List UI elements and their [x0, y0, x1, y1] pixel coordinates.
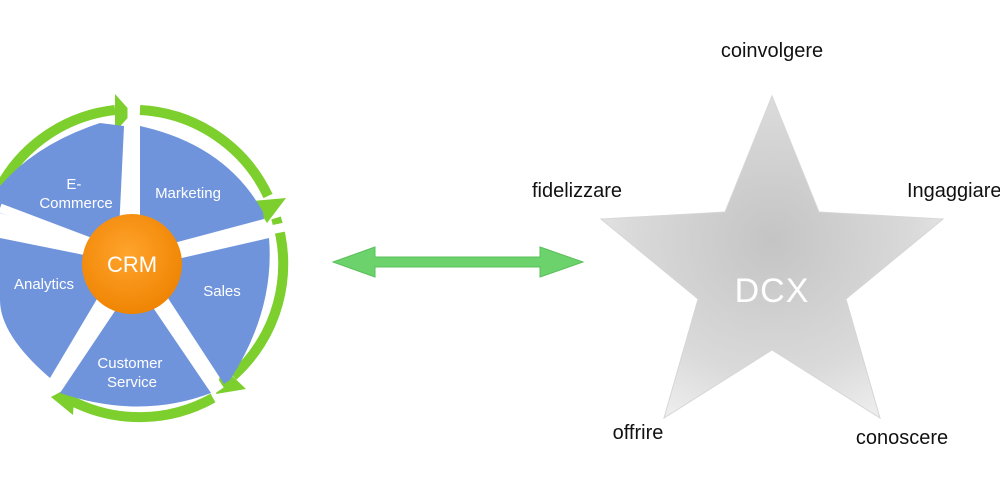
- segment-marketing[interactable]: [140, 126, 264, 252]
- segment-ecommerce-label: E- Commerce: [39, 176, 112, 212]
- cycle-arrowhead: [115, 94, 132, 132]
- verb-top: coinvolgere: [721, 40, 823, 62]
- segment-customer-service-label: Customer Service: [97, 355, 166, 391]
- cycle-arrow-arc: [139, 105, 273, 199]
- verb-upper-left: fidelizzare: [532, 180, 622, 202]
- cycle-arrow-arc: [67, 393, 216, 423]
- double-arrow-shape: [331, 246, 585, 278]
- crm-core[interactable]: [82, 214, 182, 314]
- dcx-star: DCX: [599, 94, 945, 420]
- verb-upper-right: Ingaggiare: [907, 180, 1000, 202]
- verb-lower-right: conoscere: [856, 427, 948, 449]
- double-arrow: [331, 246, 585, 278]
- cycle-arrowhead: [253, 198, 286, 223]
- segment-sales-label: Sales: [203, 283, 241, 300]
- dcx-star-shape[interactable]: [599, 94, 945, 420]
- segment-marketing-label: Marketing: [155, 185, 221, 202]
- segment-analytics-label: Analytics: [14, 276, 74, 293]
- crm-core-label: CRM: [107, 252, 157, 277]
- verb-lower-left: offrire: [613, 422, 664, 444]
- cycle-arrows: [0, 105, 289, 423]
- cycle-arrow-arc: [229, 216, 289, 380]
- wheel-segments: [0, 123, 270, 407]
- dcx-star-label: DCX: [735, 272, 810, 310]
- cycle-arrow-arc: [0, 105, 116, 190]
- segment-customer-service[interactable]: [60, 281, 211, 407]
- crm-wheel: CRM E- Commerce Marketing Sales Customer…: [0, 94, 291, 423]
